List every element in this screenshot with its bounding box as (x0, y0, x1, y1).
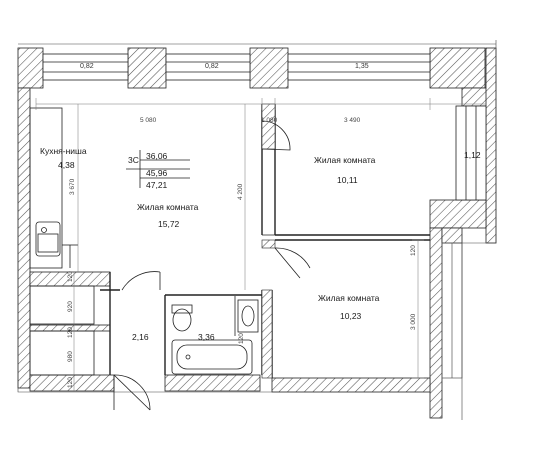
windows-top (42, 53, 431, 81)
dim-right-vertical: 3 000 (410, 313, 417, 330)
bathroom-area: 3,36 (198, 332, 215, 342)
dim-left-stack-5: 120 (67, 377, 74, 388)
apartment-type: 3С (128, 155, 139, 165)
kitchen-label: Кухня-ниша (40, 146, 87, 156)
dim-center-vertical: 4 200 (237, 183, 244, 200)
window-width-3: 1,35 (355, 63, 369, 70)
window-width-2: 0,82 (205, 63, 219, 70)
dim-left-stack-2: 920 (67, 301, 74, 312)
bedroom-1-area: 10,11 (337, 175, 358, 185)
hall-area: 2,16 (132, 332, 149, 342)
dim-top-left: 5 080 (140, 117, 157, 124)
dim-top-mid: 1 080 (261, 117, 278, 124)
balcony-area: 1,12 (464, 150, 481, 160)
dim-left-vertical: 3 670 (69, 178, 76, 195)
bedroom-2-area: 10,23 (340, 311, 362, 321)
bathroom-fixtures (171, 296, 259, 375)
dim-left-stack-4: 980 (67, 351, 74, 362)
right-lower-window (441, 242, 463, 379)
balcony-window (455, 105, 487, 201)
dim-right-small: 120 (410, 245, 417, 256)
kitchen-area: 4,38 (58, 160, 75, 170)
dim-left-stack-3: 120 (67, 327, 74, 338)
summary-box (126, 150, 190, 188)
summary-area-with-balcony: 47,21 (146, 180, 168, 190)
living-main-area: 15,72 (158, 219, 180, 229)
dimension-lines (35, 98, 486, 392)
bedroom-2-label: Жилая комната (318, 293, 380, 303)
summary-total-area: 45,96 (146, 168, 168, 178)
doors (113, 120, 311, 411)
walls (17, 47, 497, 419)
summary-living-area: 36,06 (146, 151, 168, 161)
kitchen-fixtures (29, 107, 95, 376)
living-main-label: Жилая комната (137, 202, 199, 212)
bedroom-1-label: Жилая комната (314, 155, 376, 165)
window-width-1: 0,82 (80, 63, 94, 70)
dim-left-stack-1: 120 (67, 271, 74, 282)
outer-contour (17, 40, 497, 420)
dim-top-right: 3 490 (344, 117, 361, 124)
dim-bath-vertical: 120 (238, 333, 245, 344)
partition-fill (261, 103, 276, 379)
